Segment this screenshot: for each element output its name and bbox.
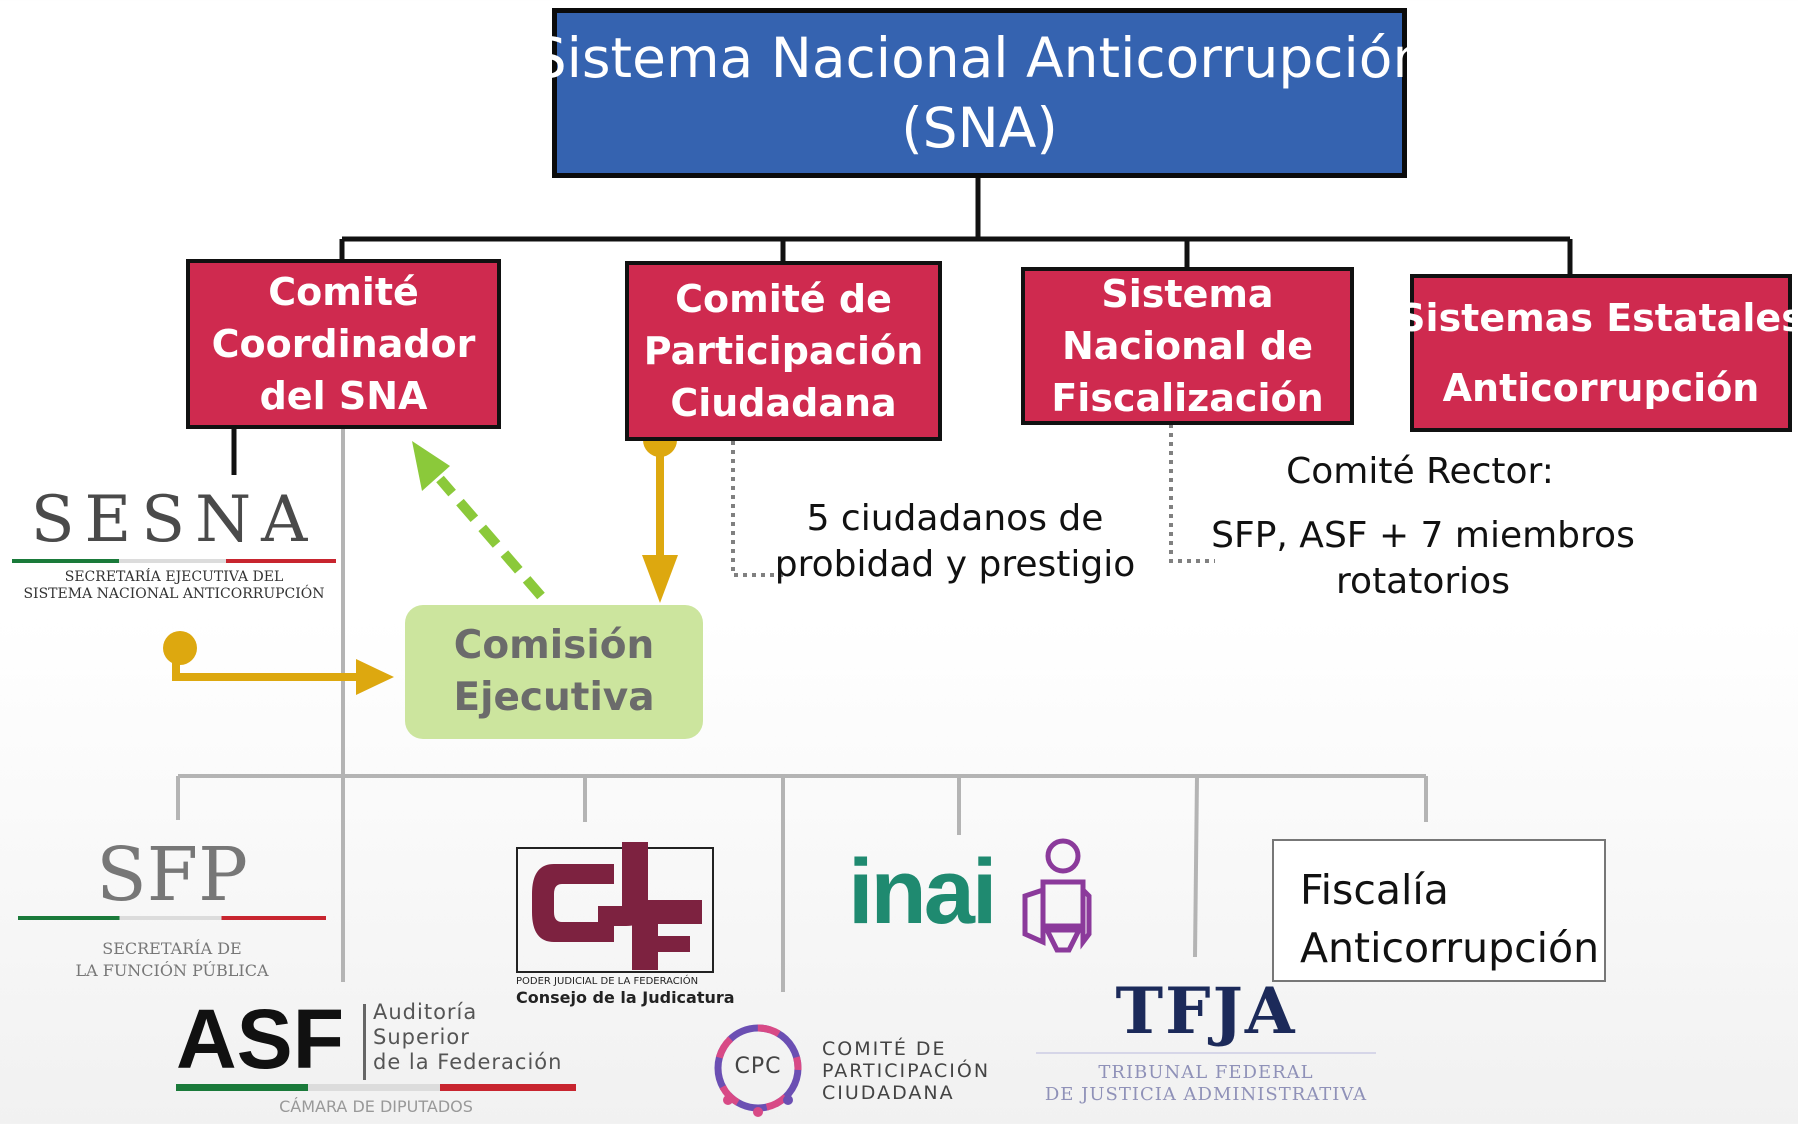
ciudadanos-note-line: probidad y prestigio — [774, 544, 1136, 585]
sesna-subtitle-2: SISTEMA NACIONAL ANTICORRUPCIÓN — [23, 586, 325, 602]
cjf-logo: PODER JUDICIAL DE LA FEDERACIÓN Consejo … — [514, 834, 735, 1010]
fiscalia-anticorrupcion-box: Fiscalía Anticorrupción — [1272, 839, 1606, 982]
cjf-subtitle-1: PODER JUDICIAL DE LA FEDERACIÓN — [516, 976, 699, 987]
asf-line-3: de la Federación — [373, 1050, 563, 1074]
comision-ejecutiva-line: Ejecutiva — [453, 675, 655, 720]
tfja-subtitle-2: DE JUSTICIA ADMINISTRATIVA — [1044, 1084, 1368, 1105]
comite-rector-line: SFP, ASF + 7 miembros — [1211, 515, 1635, 556]
inai-logo: inai — [848, 838, 1092, 956]
sfp-subtitle-2: LA FUNCIÓN PÚBLICA — [75, 961, 269, 980]
cpc-line-1: COMITÉ DE — [822, 1038, 947, 1060]
comite-rector-line: rotatorios — [1336, 561, 1510, 602]
ciudadanos-note: 5 ciudadanos de probidad y prestigio — [770, 496, 1140, 588]
fiscalia-line: Anticorrupción — [1300, 924, 1600, 972]
asf-divider — [363, 1004, 366, 1080]
comite-participacion-line: Participación — [643, 329, 924, 373]
comite-coordinador-box: Comité Coordinador del SNA — [186, 259, 501, 429]
cpc-line-3: CIUDADANA — [822, 1082, 955, 1104]
green-dashed-arrow — [412, 441, 545, 600]
ciudadanos-note-line: 5 ciudadanos de — [806, 498, 1104, 539]
comision-ejecutiva-box: Comisión Ejecutiva — [405, 605, 703, 739]
comite-coordinador-line: Coordinador — [211, 322, 476, 366]
cpc-mark: CPC — [734, 1054, 782, 1079]
sistemas-estatales-line: Anticorrupción — [1442, 366, 1760, 410]
sesna-logo: SESNA SECRETARÍA EJECUTIVA DEL SISTEMA N… — [8, 487, 340, 603]
sna-title-line2: (SNA) — [901, 96, 1058, 160]
comite-participacion-box: Comité de Participación Ciudadana — [625, 261, 942, 441]
tfja-wordmark: TFJA — [1115, 974, 1297, 1049]
comite-rector-body: SFP, ASF + 7 miembros rotatorios — [1200, 513, 1646, 605]
asf-line-2: Superior — [373, 1025, 470, 1049]
sistema-fiscalizacion-line: Nacional de — [1061, 324, 1313, 368]
sistemas-estatales-line: Sistemas Estatales — [1398, 296, 1798, 340]
sistema-fiscalizacion-box: Sistema Nacional de Fiscalización — [1021, 267, 1354, 425]
comite-coordinador-line: del SNA — [259, 374, 428, 418]
asf-tricolor-rule — [176, 1084, 576, 1091]
tfja-logo: TFJA TRIBUNAL FEDERAL DE JUSTICIA ADMINI… — [1036, 974, 1376, 1105]
sfp-tricolor-rule — [18, 916, 326, 920]
fiscalia-line: Fiscalía — [1300, 866, 1449, 914]
asf-subtitle: CÁMARA DE DIPUTADOS — [279, 1097, 473, 1116]
comite-coordinador-line: Comité — [268, 270, 419, 314]
comite-participacion-line: Comité de — [675, 277, 892, 321]
sesna-wordmark: SESNA — [30, 483, 318, 557]
sistemas-estatales-box: Sistemas Estatales Anticorrupción — [1398, 274, 1798, 432]
cjf-emblem-icon — [516, 842, 714, 973]
sna-tree-lines — [231, 178, 1573, 475]
dotted-connectors — [731, 424, 1215, 577]
asf-line-1: Auditoría — [373, 1000, 478, 1024]
cpc-logo: CPC COMITÉ DE PARTICIPACIÓN CIUDADANA — [710, 1016, 1010, 1120]
comite-participacion-line: Ciudadana — [670, 381, 897, 425]
sfp-logo: SFP SECRETARÍA DE LA FUNCIÓN PÚBLICA — [14, 836, 330, 982]
tfja-subtitle-1: TRIBUNAL FEDERAL — [1098, 1062, 1314, 1083]
comite-rector-title: Comité Rector: — [1286, 451, 1554, 492]
sna-title-line1: Sistema Nacional Anticorrupción — [531, 26, 1428, 90]
sesna-subtitle-1: SECRETARÍA EJECUTIVA DEL — [64, 569, 284, 585]
sistema-fiscalizacion-line: Sistema — [1101, 272, 1274, 316]
sfp-subtitle-1: SECRETARÍA DE — [102, 939, 242, 958]
inai-wordmark: inai — [848, 841, 997, 943]
sesna-tricolor-rule — [12, 559, 336, 563]
sfp-wordmark: SFP — [96, 832, 248, 918]
comision-ejecutiva-line: Comisión — [453, 623, 655, 668]
cpc-circle-icon — [714, 1024, 802, 1117]
cjf-subtitle-2: Consejo de la Judicatura — [516, 988, 735, 1007]
sna-title-box: Sistema Nacional Anticorrupción (SNA) — [532, 8, 1427, 178]
asf-wordmark: ASF — [176, 992, 344, 1086]
asf-logo: ASF Auditoría Superior de la Federación … — [176, 996, 586, 1122]
member-tree-lines — [176, 427, 1428, 992]
cpc-line-2: PARTICIPACIÓN — [822, 1060, 991, 1082]
inai-person-icon — [1022, 838, 1092, 953]
sistema-fiscalizacion-line: Fiscalización — [1051, 376, 1324, 420]
tfja-rule — [1036, 1052, 1376, 1054]
